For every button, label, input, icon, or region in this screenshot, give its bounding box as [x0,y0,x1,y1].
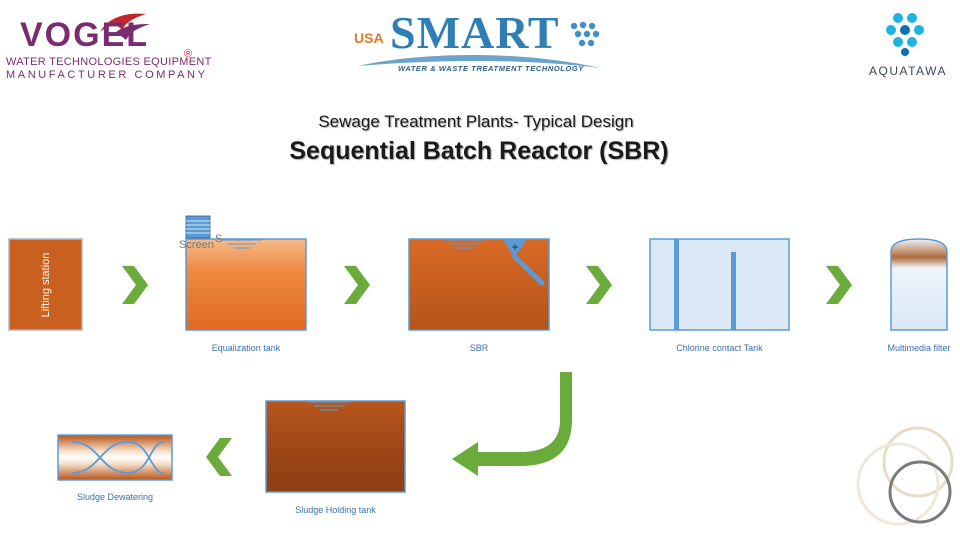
multimedia-filter [890,238,948,331]
aquatawa-logo: AQUATAWA [858,10,958,80]
smart-tagline: WATER & WASTE TREATMENT TECHNOLOGY [398,64,584,73]
lifting-station [8,238,83,331]
screen-s-label: S [215,233,223,245]
water-level-icon [308,401,350,411]
smart-wordmark: SMART [390,7,560,58]
return-flow-arrow [452,372,572,476]
registered-mark: ® [184,48,193,60]
molecule-dots-icon [886,13,924,56]
flow-chevron-5 [206,438,232,476]
equalization-tank [185,215,307,331]
chlorine-contact-tank [649,238,790,331]
sludge-dewatering-label: Sludge Dewatering [76,492,154,502]
usa-prefix: USA [354,30,384,46]
decanter-icon [503,239,545,286]
vogel-tagline-2: MANUFACTURER COMPANY [6,69,208,81]
flow-chevron-1 [122,266,148,304]
water-level-icon [444,239,486,249]
droplets-icon [570,21,600,47]
lifting-station-box: Lifting station [9,239,82,330]
vogel-logo: VOGEL ® WATER TECHNOLOGIES EQUIPMENT MAN… [6,10,211,82]
screen-bars [185,215,211,239]
equalization-tank-label: Equalization tank [211,343,281,353]
water-level-icon [222,239,262,249]
sbr-label: SBR [469,343,489,353]
vogel-tagline-1: WATER TECHNOLOGIES EQUIPMENT [6,56,212,68]
sludge-dewatering [57,434,173,481]
chlorine-contact-tank-label: Chlorine contact Tank [676,343,763,353]
slide-subtitle: Sewage Treatment Plants- Typical Design [318,112,634,131]
usa-smart-logo: USA SMART WATER & WASTE TREATMENT TECHNO… [350,6,610,78]
wave-swoosh-icon [358,55,600,68]
multimedia-filter-label: Multimedia filter [887,343,951,353]
bird-icon [100,13,150,40]
flow-chevron-4 [826,266,852,304]
decorative-rings-icon [856,426,954,526]
sbr-tank [408,238,550,331]
slide-title: Sequential Batch Reactor (SBR) [289,137,669,165]
vogel-wordmark: VOGEL [20,16,150,54]
lifting-station-label: Lifting station [39,252,52,317]
flow-chevron-3 [586,266,612,304]
screen-label: Screen [179,239,214,251]
aquatawa-wordmark: AQUATAWA [869,64,947,78]
flow-chevron-2 [344,266,370,304]
sludge-holding-tank-label: Sludge Holding tank [295,505,376,515]
sludge-holding-tank [265,400,406,493]
